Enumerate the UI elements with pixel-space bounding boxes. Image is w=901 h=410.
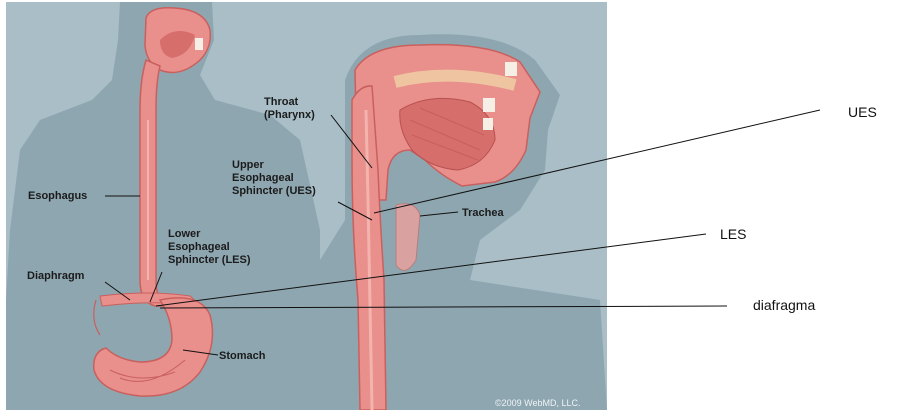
- stomach-label: Stomach: [219, 350, 265, 363]
- esophagus-label: Esophagus: [28, 190, 87, 203]
- upper-esophageal-sphincter-label: Upper Esophageal Sphincter (UES): [232, 159, 316, 198]
- copyright-text: ©2009 WebMD, LLC.: [495, 398, 581, 408]
- diafragma-annotation: diafragma: [753, 297, 815, 313]
- lower-esophageal-sphincter-label: Lower Esophageal Sphincter (LES): [168, 228, 251, 267]
- trachea-label: Trachea: [462, 207, 504, 220]
- ues-annotation: UES: [848, 104, 877, 120]
- diaphragm-label: Diaphragm: [27, 270, 84, 283]
- throat-label: Throat (Pharynx): [264, 96, 315, 122]
- les-annotation: LES: [720, 226, 746, 242]
